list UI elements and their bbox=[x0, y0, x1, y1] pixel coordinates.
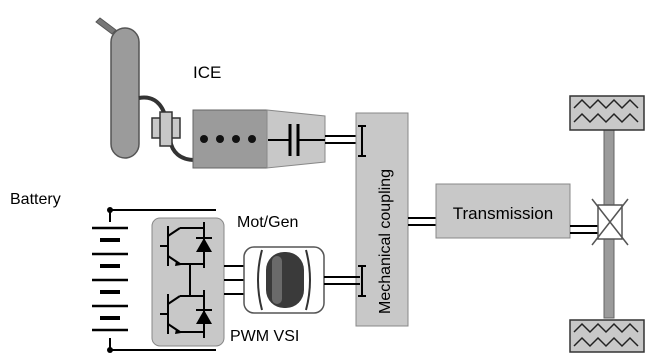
transmission-block: Transmission bbox=[435, 183, 571, 239]
coupling-shaft bbox=[408, 217, 436, 226]
motor-coil-icon bbox=[243, 246, 325, 314]
fuel-line bbox=[138, 95, 196, 162]
engine-block bbox=[192, 109, 268, 169]
axle bbox=[591, 127, 629, 319]
inverter-block bbox=[151, 217, 225, 347]
mechanical-coupling-block: Mechanical coupling bbox=[355, 112, 409, 327]
tire-tread-icon bbox=[569, 95, 645, 353]
coupling-label: Mechanical coupling bbox=[377, 169, 394, 314]
igbt-switch-icon bbox=[160, 222, 212, 338]
clutch-housing bbox=[266, 109, 326, 169]
motor-shaft bbox=[324, 276, 360, 285]
driveshaft bbox=[570, 225, 598, 234]
ice-label: ICE bbox=[193, 63, 221, 82]
battery-label: Battery bbox=[10, 191, 61, 208]
motgen-label: Mot/Gen bbox=[237, 214, 298, 231]
fuel-tank-icon bbox=[95, 17, 140, 159]
battery-circuit bbox=[107, 207, 216, 353]
battery-cells-icon bbox=[92, 226, 128, 332]
ice-shaft bbox=[325, 135, 360, 144]
clutch-capacitor-icon bbox=[268, 124, 325, 156]
engine-cylinders-icon bbox=[200, 135, 256, 143]
pwm-vsi-label: PWM VSI bbox=[230, 328, 299, 345]
transmission-label: Transmission bbox=[453, 204, 553, 223]
